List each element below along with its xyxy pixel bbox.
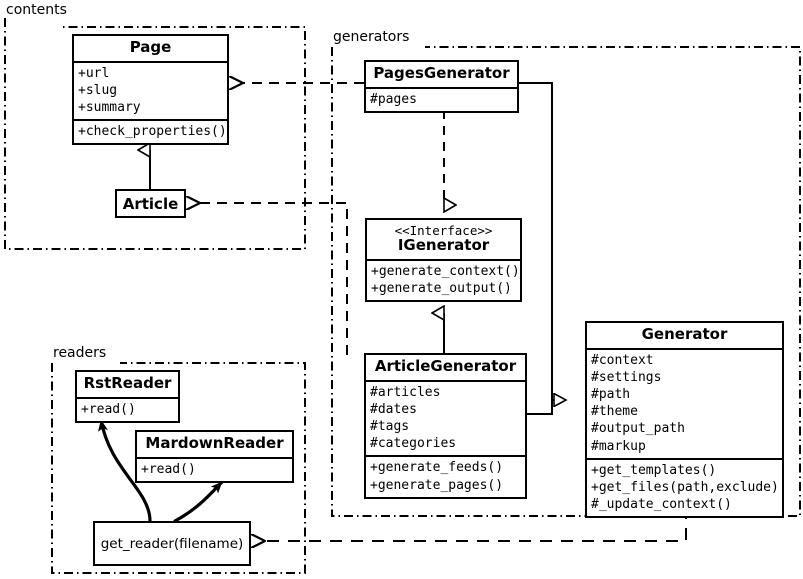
method-row: +generate_output() — [371, 281, 512, 297]
attribute-row: #context — [591, 352, 654, 368]
class-box-rstreader[interactable]: RstReader +read() — [75, 370, 180, 423]
function-label-get-reader: get_reader(filename) — [100, 535, 244, 552]
class-attributes-generator: #context #settings #path #theme #output_… — [587, 347, 782, 458]
relation-articlegenerator-uses-article — [200, 203, 348, 355]
method-row: +generate_context() — [371, 263, 520, 279]
class-name-mardownreader: MardownReader — [145, 434, 284, 452]
class-name-article: Article — [122, 194, 179, 213]
attribute-row: #settings — [591, 369, 662, 385]
attribute-row: #markup — [591, 438, 646, 454]
class-methods-igenerator: +generate_context() +generate_output() — [367, 258, 520, 300]
method-row: +get_templates() — [591, 462, 717, 478]
attribute-row: +slug — [78, 82, 118, 98]
class-attributes-articlegenerator: #articles #dates #tags #categories — [366, 379, 525, 456]
attribute-row: #path — [591, 387, 631, 403]
method-row: +generate_feeds() — [370, 460, 504, 476]
class-name-articlegenerator: ArticleGenerator — [374, 357, 517, 375]
attribute-row: #dates — [370, 401, 417, 417]
class-box-mardownreader[interactable]: MardownReader +read() — [135, 430, 294, 483]
package-label-generators: generators — [331, 29, 412, 45]
class-box-article[interactable]: Article — [115, 189, 186, 218]
attribute-row: #categories — [370, 436, 457, 452]
attribute-row: #theme — [591, 404, 638, 420]
attribute-row: #articles — [370, 384, 441, 400]
class-name-generator: Generator — [641, 325, 728, 343]
class-methods-mardownreader: +read() — [137, 456, 292, 481]
attribute-row: +url — [78, 65, 110, 81]
attribute-row: #pages — [370, 91, 417, 107]
class-methods-rstreader: +read() — [77, 396, 178, 421]
method-row: +get_files(path,exclude) — [591, 479, 779, 495]
class-methods-generator: +get_templates() +get_files(path,exclude… — [587, 457, 782, 516]
class-box-generator[interactable]: Generator #context #settings #path #them… — [585, 321, 784, 519]
method-row: +generate_pages() — [370, 477, 504, 493]
class-name-rstreader: RstReader — [83, 374, 172, 392]
function-box-get-reader[interactable]: get_reader(filename) — [93, 521, 251, 566]
class-box-igenerator[interactable]: <<Interface>> IGenerator +generate_conte… — [365, 218, 522, 303]
class-attributes-pagesgenerator: #pages — [366, 86, 517, 111]
class-box-pagesgenerator[interactable]: PagesGenerator #pages — [364, 60, 519, 113]
relation-get-reader-returns-mardownreader — [173, 480, 224, 523]
class-name-pagesgenerator: PagesGenerator — [373, 64, 510, 82]
package-label-readers: readers — [51, 345, 109, 361]
class-box-page[interactable]: Page +url +slug +summary +check_properti… — [72, 34, 229, 146]
class-box-articlegenerator[interactable]: ArticleGenerator #articles #dates #tags … — [364, 353, 527, 499]
class-name-page: Page — [129, 38, 172, 56]
method-row: #_update_context() — [591, 497, 732, 512]
class-methods-articlegenerator: +generate_feeds() +generate_pages() — [366, 455, 525, 496]
attribute-row: +summary — [78, 100, 141, 116]
relation-articlegenerator-inherits-generator — [527, 400, 553, 415]
attribute-row: #output_path — [591, 421, 685, 437]
method-row: +check_properties() — [78, 124, 227, 140]
class-name-igenerator: <<Interface>> IGenerator — [367, 220, 520, 259]
package-label-contents: contents — [4, 2, 69, 18]
attribute-row: #tags — [370, 419, 410, 435]
class-name-text-igenerator: IGenerator — [397, 236, 490, 255]
method-row: +read() — [141, 461, 196, 477]
class-methods-page: +check_properties() — [74, 119, 227, 143]
method-row: +read() — [81, 401, 136, 417]
class-attributes-page: +url +slug +summary — [74, 60, 227, 119]
